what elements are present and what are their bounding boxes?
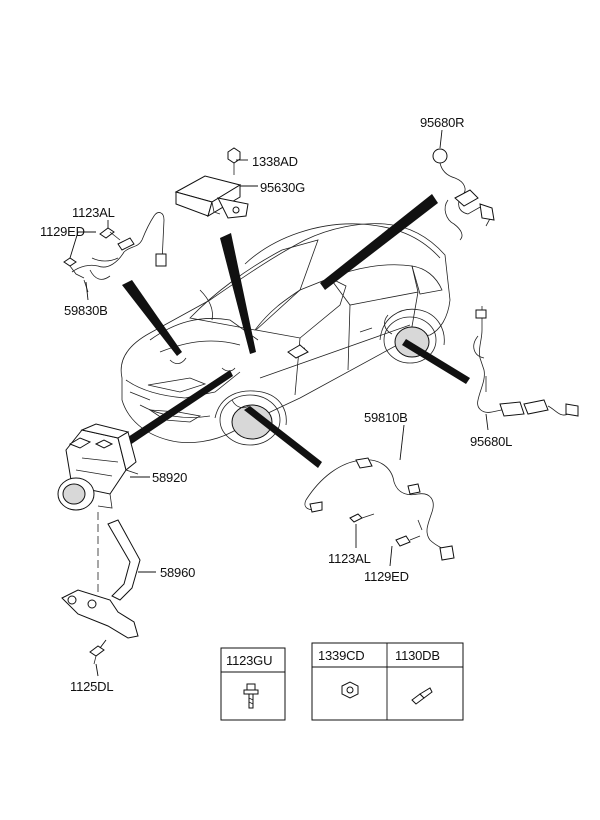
sensor-cable-59810B: [304, 457, 455, 561]
label-95680L: 95680L: [470, 434, 512, 449]
label-1123AL-mid: 1123AL: [328, 551, 371, 566]
bracket-58960: [61, 512, 141, 639]
part-number-labels: 95680R 1338AD 95630G 1123AL 1129ED 59830…: [40, 115, 512, 694]
yaw-rate-sensor: [174, 147, 249, 219]
label-95630G: 95630G: [260, 180, 305, 195]
pointer-wedges: [122, 194, 470, 468]
hydraulic-unit-58920: [57, 423, 139, 511]
wheel-speed-sensor-rear-right: [432, 148, 495, 241]
wheel-speed-sensor-rear-left: [473, 306, 579, 417]
legend-box-1123GU: 1123GU: [220, 647, 286, 721]
label-1129ED-mid: 1129ED: [364, 569, 409, 584]
nut-icon: [341, 681, 359, 699]
pointer-wedge-58920: [128, 370, 233, 445]
pointer-wedge-59830B: [122, 280, 182, 356]
legend-header-1339CD: 1339CD: [318, 648, 365, 663]
pointer-wedge-95680L: [402, 339, 470, 384]
legend-header-1130DB: 1130DB: [395, 648, 440, 663]
label-1125DL: 1125DL: [70, 679, 113, 694]
label-1129ED-top: 1129ED: [40, 224, 85, 239]
legend-header-1123GU: 1123GU: [226, 653, 272, 668]
label-58920: 58920: [152, 470, 187, 485]
bolt-icon: [243, 683, 259, 709]
label-59830B: 59830B: [64, 303, 108, 318]
screw-icon: [411, 687, 433, 705]
label-58960: 58960: [160, 565, 195, 580]
label-95680R: 95680R: [420, 115, 464, 130]
label-1123AL-top: 1123AL: [72, 205, 115, 220]
legend-box-1339CD-1130DB: 1339CD 1130DB: [311, 642, 464, 721]
label-59810B: 59810B: [364, 410, 408, 425]
pointer-wedge-59810B: [244, 406, 322, 468]
pointer-wedge-95630G: [220, 233, 256, 354]
pointer-wedge-95680R: [320, 194, 438, 290]
sensor-harness-59830B: [63, 212, 167, 293]
bolt-1125DL: [89, 639, 107, 665]
leader-lines: [69, 129, 489, 677]
label-1338AD: 1338AD: [252, 154, 298, 169]
